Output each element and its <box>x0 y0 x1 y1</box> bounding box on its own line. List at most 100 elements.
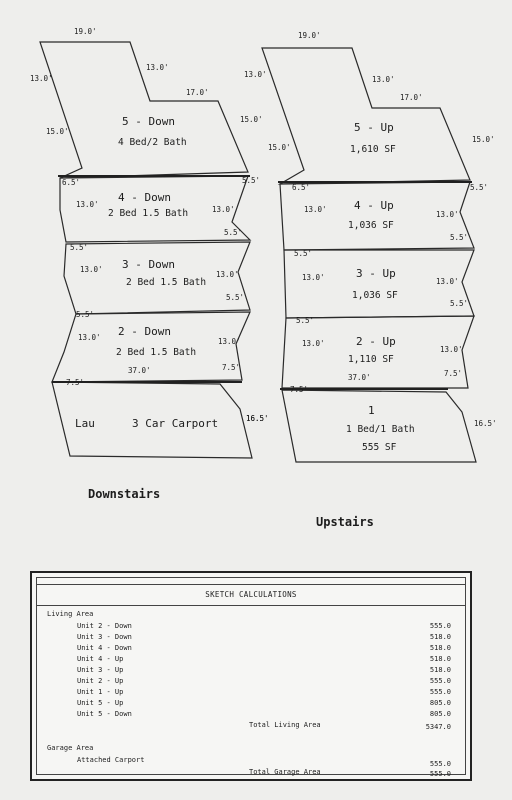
dimension-label: 5.5' <box>226 293 244 302</box>
dimension-label: 13.0' <box>436 210 459 219</box>
calc-row-label: Unit 2 - Up <box>77 677 124 685</box>
calc-row-value: 518.0 <box>429 666 451 674</box>
dimension-label: 13.0' <box>212 205 235 214</box>
dimension-label: 5.5' <box>224 228 242 237</box>
dimension-label: 15.0' <box>472 135 495 144</box>
calc-row-label: Unit 3 - Down <box>77 633 132 641</box>
unit-subtitle: 2 Bed 1.5 Bath <box>108 208 188 219</box>
dimension-label: 5.5' <box>450 233 468 242</box>
dimension-label: 13.0' <box>76 200 99 209</box>
dimension-label: 13.0' <box>80 265 103 274</box>
dimension-label: 13.0' <box>302 273 325 282</box>
calc-row-value: 555.0 <box>429 760 451 768</box>
calc-row-label: Unit 4 - Down <box>77 644 132 652</box>
unit-3-up-outline <box>283 249 475 319</box>
living-area-label: Living Area <box>47 610 94 618</box>
total-garage-area-label: Total Garage Area <box>249 768 321 776</box>
total-living-area-label: Total Living Area <box>249 721 321 729</box>
unit-title: 2 - Down <box>118 325 171 338</box>
floor-plan-sketch: 5 - Down 4 Bed/2 Bath 4 - Down 2 Bed 1.5… <box>30 27 497 529</box>
dimension-label: 7.5' <box>66 378 84 387</box>
unit-title: 3 - Down <box>122 258 175 271</box>
dimension-label: 19.0' <box>74 27 97 36</box>
dimension-label: 6.5' <box>62 178 80 187</box>
sketch-calculations-box: SKETCH CALCULATIONS Living Area Unit 2 -… <box>30 571 472 781</box>
unit-subtitle: 1,610 SF <box>350 144 396 155</box>
unit-3-down-outline <box>63 241 251 315</box>
unit-title: 5 - Down <box>122 115 175 128</box>
unit-title: 4 - Down <box>118 191 171 204</box>
dimension-label: 6.5' <box>292 183 310 192</box>
unit-subtitle: 4 Bed/2 Bath <box>118 137 187 148</box>
dimension-label: 17.0' <box>186 88 209 97</box>
dimension-label: 13.0' <box>440 345 463 354</box>
dimension-label: 13.0' <box>30 74 53 83</box>
dimension-label: 7.5' <box>444 369 462 378</box>
dimension-label: 37.0' <box>128 366 151 375</box>
calc-row-value: 805.0 <box>429 699 451 707</box>
dimension-label: 5.5' <box>296 316 314 325</box>
calc-row-label: Unit 5 - Up <box>77 699 124 707</box>
total-garage-area-value: 555.0 <box>429 770 451 778</box>
calc-row-label: Unit 3 - Up <box>77 666 124 674</box>
calc-row-value: 518.0 <box>429 655 451 663</box>
calc-row-value: 805.0 <box>429 710 451 718</box>
unit-1-up-outline <box>281 389 477 463</box>
dimension-label: 13.0' <box>78 333 101 342</box>
laundry-label: Lau <box>75 417 95 430</box>
downstairs-plan: 5 - Down 4 Bed/2 Bath 4 - Down 2 Bed 1.5… <box>30 27 269 459</box>
unit-area: 555 SF <box>362 442 397 453</box>
calc-row-value: 518.0 <box>429 644 451 652</box>
dimension-label: 13.0' <box>244 70 267 79</box>
calc-row-label: Attached Carport <box>77 756 145 764</box>
dimension-label: 19.0' <box>298 31 321 40</box>
carport-label: 3 Car Carport <box>132 417 218 430</box>
dimension-label: 5.5' <box>76 310 94 319</box>
dimension-label: 7.5' <box>290 385 308 394</box>
dimension-label: 5.5' <box>294 249 312 258</box>
dimension-label: 13.0' <box>304 205 327 214</box>
dimension-label: 13.0' <box>218 337 241 346</box>
unit-2-up-outline <box>281 315 475 389</box>
sketch-calculations-inner: SKETCH CALCULATIONS Living Area Unit 2 -… <box>36 577 466 778</box>
dimension-label: 16.5' <box>474 419 497 428</box>
calc-row-label: Unit 2 - Down <box>77 622 132 630</box>
calc-row-value: 555.0 <box>429 688 451 696</box>
calc-row-label: Unit 5 - Down <box>77 710 132 718</box>
unit-5-up-outline <box>261 47 471 185</box>
unit-title: 3 - Up <box>356 267 396 280</box>
carport-outline <box>51 381 253 459</box>
dimension-label: 17.0' <box>400 93 423 102</box>
unit-title: 4 - Up <box>354 199 394 212</box>
unit-subtitle: 1,110 SF <box>348 354 394 365</box>
dimension-label: 5.5' <box>450 299 468 308</box>
calc-row-label: Unit 4 - Up <box>77 655 124 663</box>
dimension-label: 13.0' <box>302 339 325 348</box>
calc-row-value: 518.0 <box>429 633 451 641</box>
upstairs-plan: 5 - Up 1,610 SF 4 - Up 1,036 SF 3 - Up 1… <box>244 31 497 463</box>
upstairs-caption: Upstairs <box>316 515 374 529</box>
dimension-label: 37.0' <box>348 373 371 382</box>
unit-title: 2 - Up <box>356 335 396 348</box>
dimension-label: 7.5' <box>222 363 240 372</box>
unit-title: 1 <box>368 404 375 417</box>
dimension-label: 15.0' <box>46 127 69 136</box>
unit-5-down-outline <box>39 41 249 179</box>
dimension-label: 13.0' <box>146 63 169 72</box>
unit-subtitle: 1,036 SF <box>348 220 394 231</box>
total-living-area-value: 5347.0 <box>425 723 451 731</box>
dimension-label: 5.5' <box>70 243 88 252</box>
unit-2-down-outline <box>51 311 251 383</box>
downstairs-caption: Downstairs <box>88 487 160 501</box>
garage-area-label: Garage Area <box>47 744 94 752</box>
unit-subtitle: 1 Bed/1 Bath <box>346 424 415 435</box>
dimension-label: 5.5' <box>470 183 488 192</box>
dimension-label: 15.0' <box>268 143 291 152</box>
dimension-label: 13.0' <box>436 277 459 286</box>
calc-row-label: Unit 1 - Up <box>77 688 124 696</box>
calc-row-value: 555.0 <box>429 622 451 630</box>
sketch-calculations-title: SKETCH CALCULATIONS <box>37 584 465 606</box>
unit-title: 5 - Up <box>354 121 394 134</box>
unit-subtitle: 1,036 SF <box>352 290 398 301</box>
